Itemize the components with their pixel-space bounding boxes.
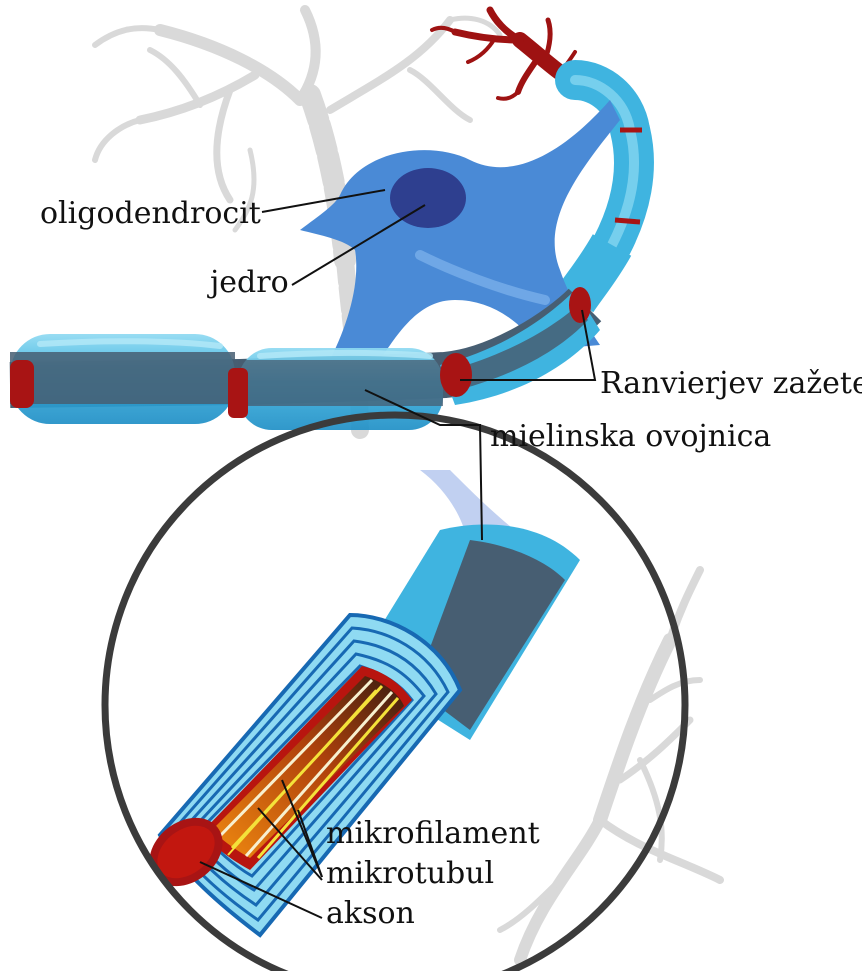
node-of-ranvier-right — [440, 353, 472, 397]
node-of-ranvier-upper — [569, 287, 591, 323]
label-node-of-ranvier: Ranvierjev zažetek — [600, 366, 862, 401]
label-microfilament: mikrofilament — [326, 816, 540, 851]
label-axon: akson — [326, 896, 415, 931]
node-of-ranvier-center — [228, 368, 248, 418]
label-nucleus: jedro — [207, 265, 289, 300]
label-microtubule: mikrotubul — [326, 856, 494, 891]
node-of-ranvier-left — [10, 360, 34, 408]
label-oligodendrocyte: oligodendrocit — [40, 196, 261, 231]
label-myelin-sheath: mielinska ovojnica — [490, 419, 771, 454]
